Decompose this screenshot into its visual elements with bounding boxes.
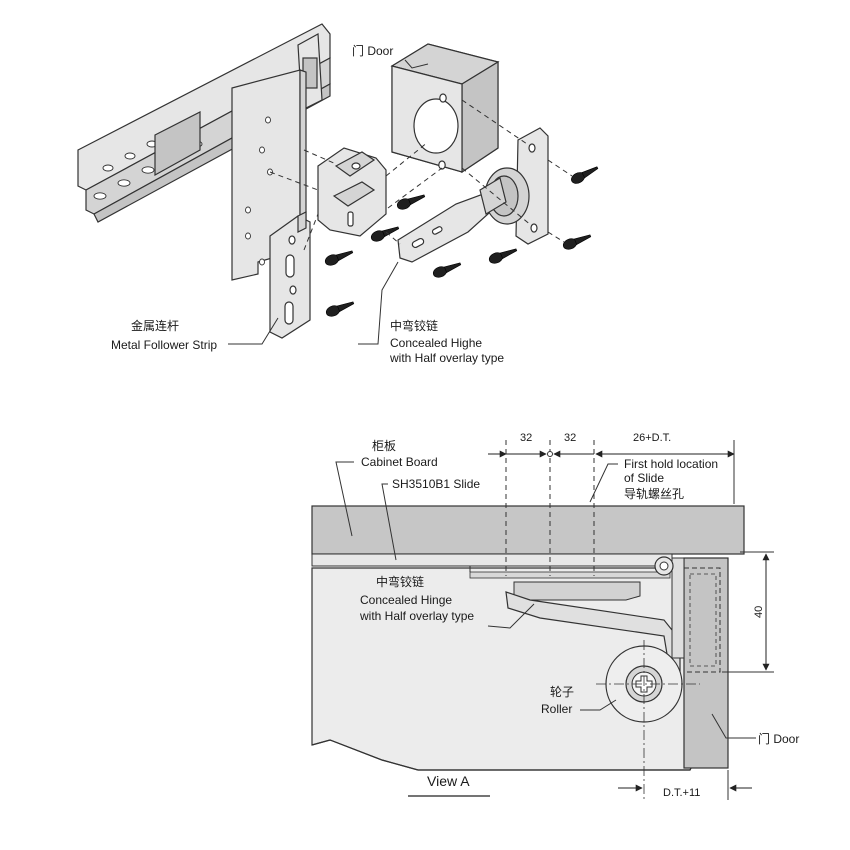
alignment-lines [269, 99, 573, 251]
door-leader-b [711, 713, 756, 739]
first-hold-leader [589, 463, 618, 503]
slide-label: SH3510B1 Slide [392, 477, 480, 491]
view-a-section: 32 32 26+D.T. 40 D.T.+11 柜板 Cabinet Boar… [311, 432, 799, 800]
view-hinge-leader [487, 603, 535, 629]
door-panel [390, 43, 500, 174]
concealed-hinge [397, 127, 549, 263]
cabinet-leader [335, 461, 354, 537]
cabinet-label-cn: 柜板 [372, 439, 396, 453]
view-hinge-label-en-1: Concealed Hinge [360, 593, 452, 607]
view-hinge-label-cn: 中弯铰链 [376, 574, 424, 589]
roller-leader [580, 699, 617, 711]
strip-leader [228, 317, 279, 345]
hinge-label-cn: 中弯铰链 [390, 318, 438, 333]
dim-dt-11: D.T.+11 [663, 787, 700, 799]
screws [324, 166, 599, 317]
dim-26-dt: 26+D.T. [633, 432, 671, 444]
dim-32-b: 32 [564, 432, 576, 444]
metal-follower-strip [269, 211, 311, 339]
roller-label-cn: 轮子 [550, 685, 574, 699]
slide-leader [381, 483, 397, 561]
first-hold-label-2: of Slide [624, 471, 664, 485]
roller [596, 640, 700, 800]
view-a-title: View A [427, 773, 470, 789]
hinge-label-en-1: Concealed Highe [390, 336, 482, 350]
dim-40: 40 [753, 606, 765, 618]
hinge-leader [358, 261, 399, 345]
strip-label-cn: 金属连杆 [131, 318, 179, 333]
cabinet-label-en: Cabinet Board [361, 455, 438, 469]
view-door-label: 门 Door [758, 731, 799, 746]
door-edge [683, 557, 729, 769]
exploded-view: 门 Door 金属连杆 Metal Follower Strip 中弯铰链 Co… [77, 23, 599, 365]
strip-label-en: Metal Follower Strip [111, 338, 217, 352]
dim-32-a: 32 [520, 432, 532, 444]
slide-strip [311, 553, 673, 567]
first-hold-label-1: First hold location [624, 457, 718, 471]
first-hold-label-cn: 导轨螺丝孔 [624, 487, 684, 501]
view-hinge-label-en-2: with Half overlay type [359, 609, 474, 623]
door-label: 门 Door [352, 43, 393, 58]
hinge-label-en-2: with Half overlay type [389, 351, 504, 365]
door-leader [404, 59, 429, 69]
roller-label-en: Roller [541, 702, 572, 716]
cabinet-board [311, 505, 745, 555]
hinge-base-plate [317, 147, 387, 237]
